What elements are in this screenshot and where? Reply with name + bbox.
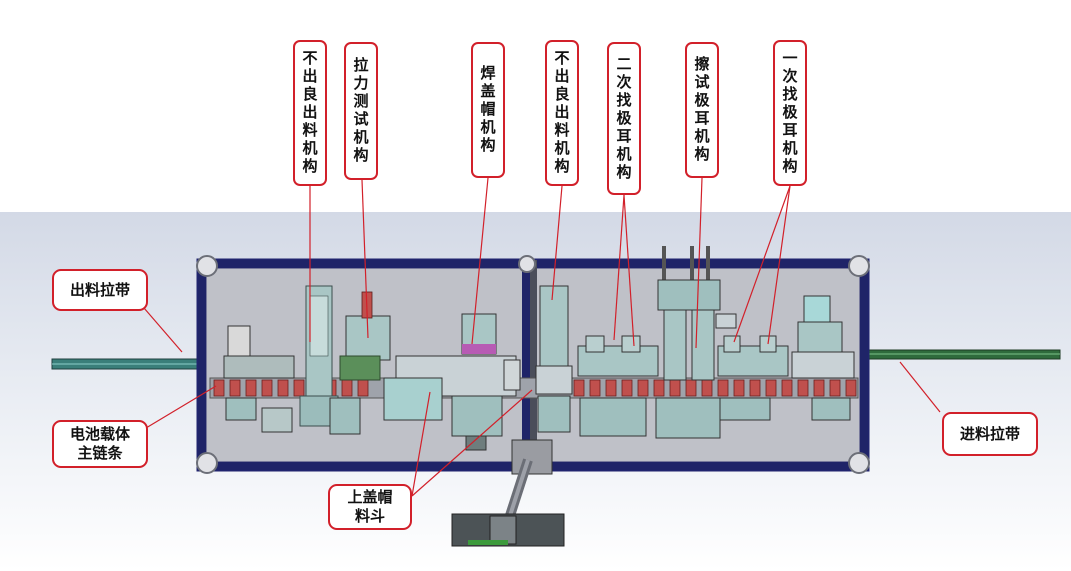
label-reject-outfeed-1: 不出良出料机构 xyxy=(293,40,327,186)
station-left-motor xyxy=(223,325,295,433)
station-cap-welding xyxy=(383,313,521,451)
label-reject-outfeed-2: 不出良出料机构 xyxy=(545,40,579,186)
label-cap-hopper-line1: 上盖帽 xyxy=(347,488,393,506)
station-wipe-tab xyxy=(655,246,737,439)
label-battery-carrier-line2: 主链条 xyxy=(77,444,123,462)
label-cap-welding: 焊盖帽机构 xyxy=(471,42,505,178)
label-battery-carrier-chain: 电池载体 主链条 xyxy=(52,420,148,468)
label-wipe-tab: 擦试极耳机构 xyxy=(685,42,719,178)
main-chain xyxy=(209,377,859,399)
label-cap-hopper: 上盖帽 料斗 xyxy=(328,484,412,530)
station-first-find-tab xyxy=(717,335,789,421)
label-infeed-belt-text: 进料拉带 xyxy=(959,424,1020,443)
label-first-find-tab: 一次找极耳机构 xyxy=(773,40,807,186)
station-reject-2 xyxy=(535,285,573,433)
outfeed-belt xyxy=(51,358,203,370)
leader-lines xyxy=(143,177,941,497)
cap-hopper xyxy=(451,439,565,547)
label-cap-hopper-line2: 料斗 xyxy=(354,507,385,525)
station-second-find-tab xyxy=(577,335,659,437)
station-infeed xyxy=(791,295,855,421)
label-infeed-belt: 进料拉带 xyxy=(942,412,1038,456)
label-outfeed-belt: 出料拉带 xyxy=(52,269,148,311)
label-second-find-tab: 二次找极耳机构 xyxy=(607,42,641,195)
label-battery-carrier-line1: 电池载体 xyxy=(69,425,130,443)
infeed-belt xyxy=(865,349,1061,360)
label-outfeed-belt-text: 出料拉带 xyxy=(69,280,130,299)
label-pull-test: 拉力测试机构 xyxy=(344,42,378,180)
